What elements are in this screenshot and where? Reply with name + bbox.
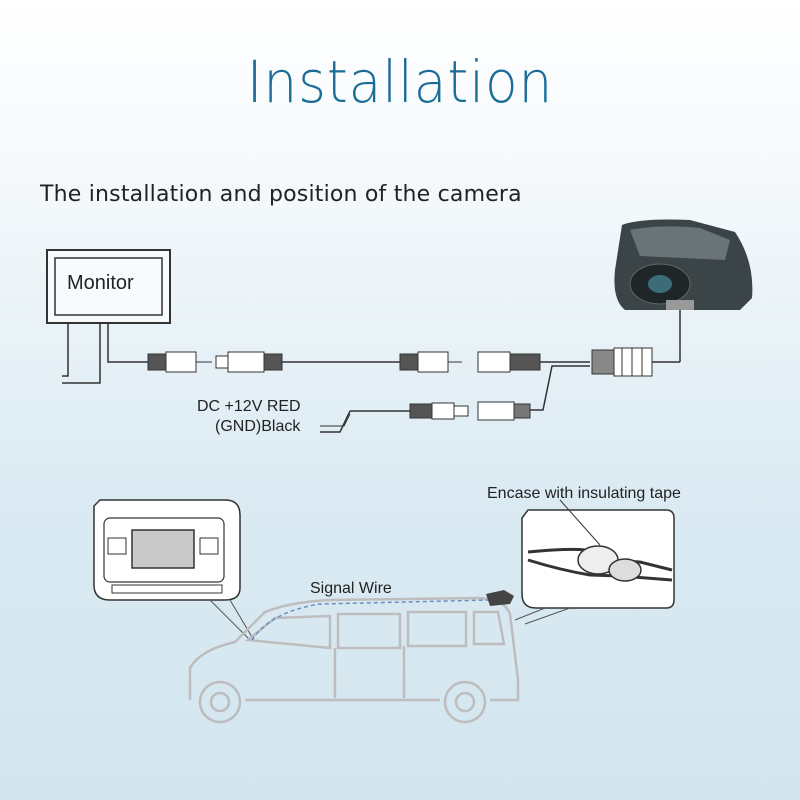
power-cable (320, 365, 590, 433)
tape-inset (514, 499, 675, 625)
video-cable (147, 300, 681, 377)
van-camera-icon (486, 590, 514, 606)
monitor-label: Monitor (67, 272, 134, 294)
dashboard-inset (93, 499, 256, 643)
section-subtitle: The installation and position of the cam… (40, 182, 522, 207)
signal-wire-label: Signal Wire (310, 580, 392, 597)
camera-illustration (614, 219, 753, 310)
tape-label: Encase with insulating tape (487, 485, 681, 502)
signal-wire-path (251, 599, 491, 641)
monitor-illustration (46, 249, 171, 384)
power-red-label: DC +12V RED (197, 398, 301, 415)
van-illustration (188, 596, 520, 724)
power-black-label: (GND)Black (215, 418, 301, 435)
page-title: Installation (246, 48, 554, 116)
